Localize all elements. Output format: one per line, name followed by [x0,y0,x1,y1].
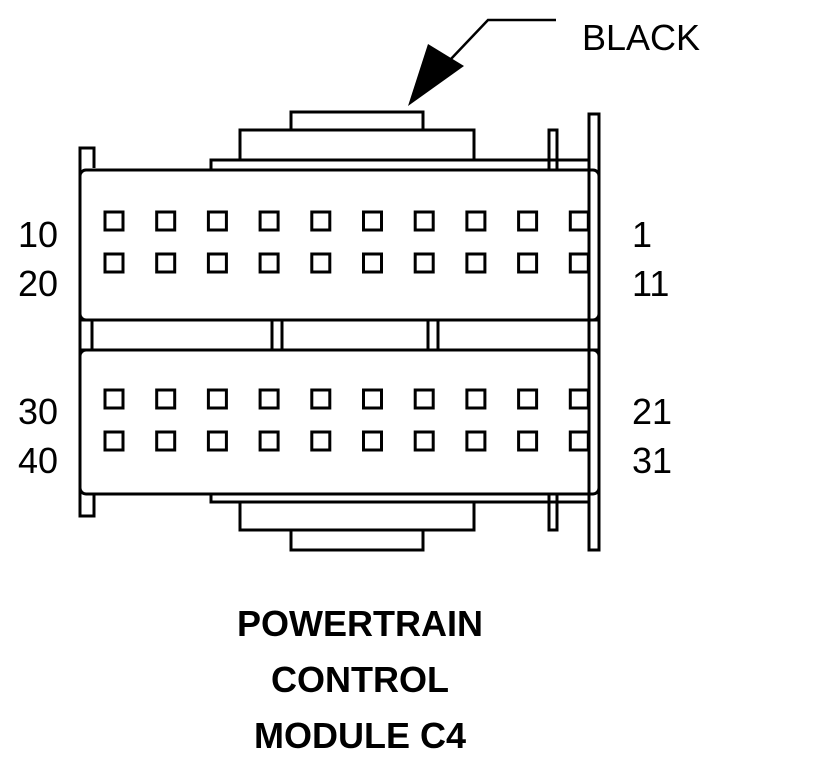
pin-cavity [568,430,590,452]
pin-cavity [362,388,383,410]
pin-cavity [413,430,435,452]
color-label: BLACK [582,17,700,58]
pin-label-20: 20 [18,263,58,304]
pin-label-31: 31 [632,440,672,481]
pin-cavity [568,388,590,410]
pin-cavity [258,388,280,410]
pin-cavity [258,430,280,452]
pin-cavity [103,388,125,410]
pin-cavity [103,210,125,232]
upper-pin-block [78,168,601,322]
pin-cavity [362,252,383,274]
pin-cavity [103,430,125,452]
pin-cavity [517,388,539,410]
pin-cavity [517,252,539,274]
pin-cavity [206,252,228,274]
pin-cavity [258,252,280,274]
pin-cavity [258,210,280,232]
arrow-head [408,44,464,106]
pin-cavity [310,252,332,274]
pin-cavity [155,388,177,410]
connector-housing [78,112,601,552]
caption-line-2: CONTROL [271,659,449,700]
leader-line [449,18,556,61]
caption-line-3: MODULE C4 [253,715,466,756]
pin-number-labels: 10 20 30 40 1 11 21 31 [18,214,672,481]
pin-cavity [362,430,383,452]
pin-cavity [568,210,590,232]
pin-cavity [517,430,539,452]
pin-cavity [310,210,332,232]
pin-label-10: 10 [18,214,58,255]
caption-line-1: POWERTRAIN [237,603,483,644]
top-key-tab [209,110,590,170]
pin-label-40: 40 [18,440,58,481]
pin-label-21: 21 [632,391,672,432]
pin-cavity [310,430,332,452]
pin-cavity [103,252,125,274]
pin-cavity [155,210,177,232]
pin-cavity [362,210,383,232]
pin-cavity [206,430,228,452]
pin-cavity [413,388,435,410]
pin-cavity [155,430,177,452]
pin-label-30: 30 [18,391,58,432]
pin-cavity [517,210,539,232]
pin-cavity [413,210,435,232]
pin-cavity [206,388,228,410]
pin-cavity [465,430,487,452]
pin-label-11: 11 [632,263,669,304]
pin-cavity [310,388,332,410]
middle-divider [80,318,599,352]
pin-cavity [568,252,590,274]
pin-label-1: 1 [632,214,652,255]
pin-cavity [155,252,177,274]
lower-pin-block [78,348,601,496]
pin-cavity [465,210,487,232]
pin-cavity [413,252,435,274]
pin-cavity [465,388,487,410]
pin-cavity [206,210,228,232]
pin-cavity [465,252,487,274]
pin-grid [103,210,590,452]
bottom-key-tab [209,494,590,552]
